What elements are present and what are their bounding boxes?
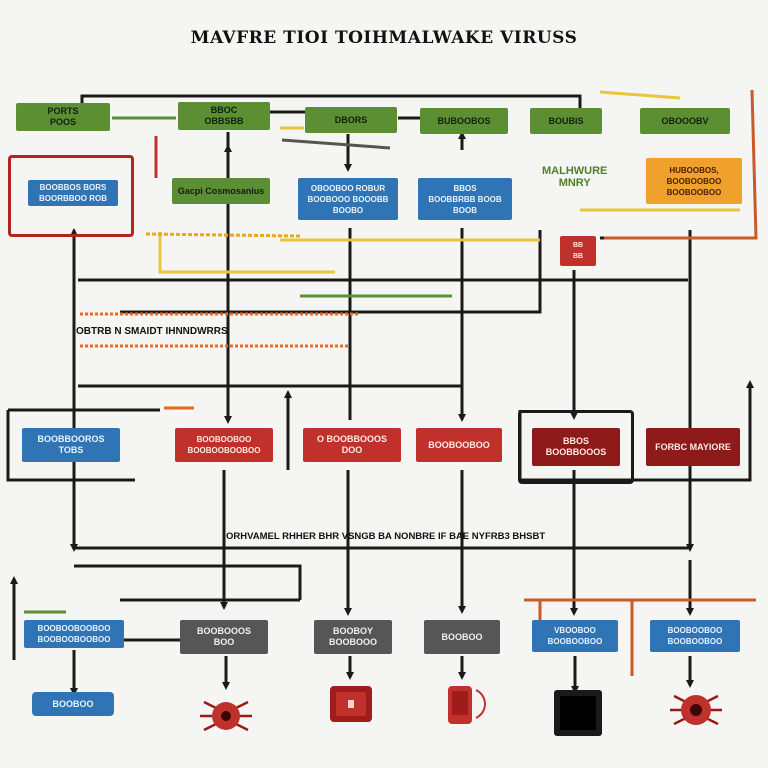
bottom-box-1: BOOBOOBOOBOO BOOBOOBOOBOO [24,620,124,648]
black-tablet-icon [554,690,602,736]
blue-box-mid-1: OBOOBOO ROBUR BOOBOOO BOOOBB BOOBO [298,178,398,220]
third-frame [518,410,634,484]
top-box-obooobv: OBOOOBV [640,108,730,134]
blue-box-mid-2: BBOS BOOBBRBB BOOB BOOB [418,178,512,220]
top-box-boubis: BOUBIS [530,108,602,134]
top-box-ports: PORTS POOS [16,103,110,131]
red-device-icon [330,686,372,722]
small-red-box: BB BB [560,236,596,266]
virus-bug-icon-2 [670,694,722,726]
framed-group [8,155,134,237]
top-box-dbors: DBORS [305,107,397,133]
bottom-box-3: BOOBOY BOOBOOO [314,620,392,654]
third-box-3: O BOOBBOOOS DOO [303,428,401,462]
top-box-bboc: BBOC OBBSBB [178,102,270,130]
bottom-box-6: BOOBOOBOO BOOBOOBOO [650,620,740,652]
page-title: MAVFRE TIOI TOIHMALWAKE VIRUSS [190,28,578,48]
framed-blue-box: BOOBBOS BORS BOORBBOO ROB [28,180,118,206]
bottom-left-box: BOOBOO [32,692,114,716]
orange-box: HUBOOBOS, BOOBOOBOO BOOBOOBOO [646,158,742,204]
side-label-left: OBTRB N SMAIDT IHNNDWRRS [76,326,228,337]
bottom-box-5: VBOOBOO BOOBOOBOO [532,620,618,652]
virus-bug-icon [200,700,252,732]
malware-label: MALHWURE MNRY [542,165,608,189]
third-box-1: BOOBBOOROS TOBS [22,428,120,462]
green-box-mid: Gacpi Cosmosanius [172,178,270,204]
red-phone-icon [448,686,486,724]
third-box-5: BBOS BOOBBOOOS [532,428,620,466]
mid-label: ORHVAMEL RHHER BHR VSNGB BA NONBRE IF BA… [226,531,546,542]
third-box-2: BOOBOOBOO BOOBOOBOOBOO [175,428,273,462]
third-box-6: FORBC MAYIORE [646,428,740,466]
bottom-box-4: BOOBOO [424,620,500,654]
top-box-buboobos: BUBOOBOS [420,108,508,134]
bottom-box-2: BOOBOOOS BOO [180,620,268,654]
third-box-4: BOOBOOBOO [416,428,502,462]
